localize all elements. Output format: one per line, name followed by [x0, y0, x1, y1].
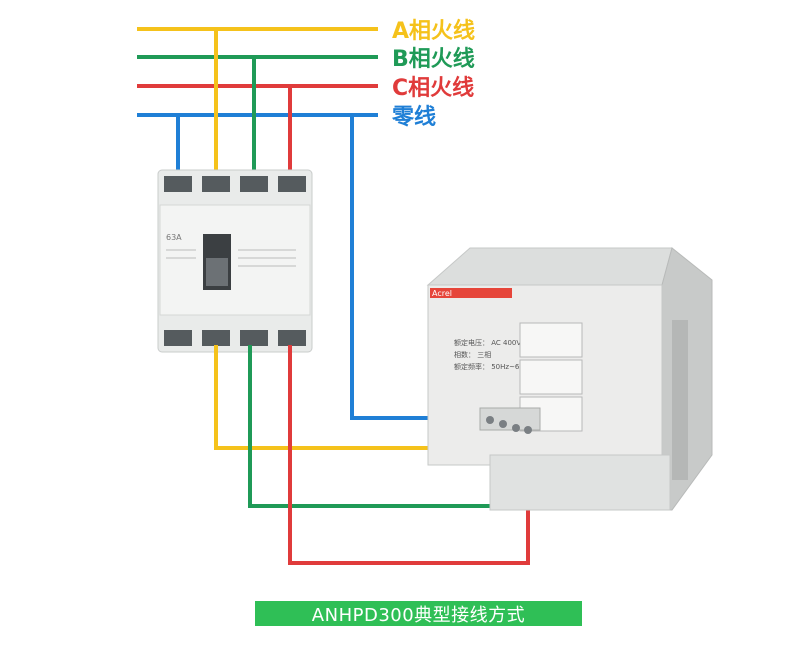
- device-spec-1: 额定电压： AC 400V: [454, 338, 521, 347]
- terminal-c: [524, 426, 532, 434]
- terminal-b: [512, 424, 520, 432]
- breaker-input-wires: [176, 29, 292, 185]
- a-phase-label: A相火线: [392, 18, 475, 44]
- supply-bus: [137, 27, 378, 117]
- b-phase-label: B相火线: [392, 46, 475, 72]
- anhpd300-device: Acrel 额定电压： AC 400V 相数： 三相 额定频率： 50Hz~60…: [426, 247, 713, 511]
- c-phase-label: C相火线: [392, 75, 474, 101]
- device-spec-3: 额定频率： 50Hz~60Hz: [454, 362, 533, 371]
- terminal-n: [486, 416, 494, 424]
- caption-bar: ANHPD300典型接线方式: [255, 601, 582, 626]
- breaker-rating: 63A: [166, 233, 182, 242]
- device-brand: Acrel: [432, 289, 452, 298]
- device-spec-2: 相数： 三相: [454, 350, 491, 359]
- caption-text: ANHPD300典型接线方式: [311, 604, 526, 626]
- terminal-a: [499, 420, 507, 428]
- circuit-breaker: 63A: [157, 169, 313, 353]
- neutral-label: 零线: [391, 104, 436, 130]
